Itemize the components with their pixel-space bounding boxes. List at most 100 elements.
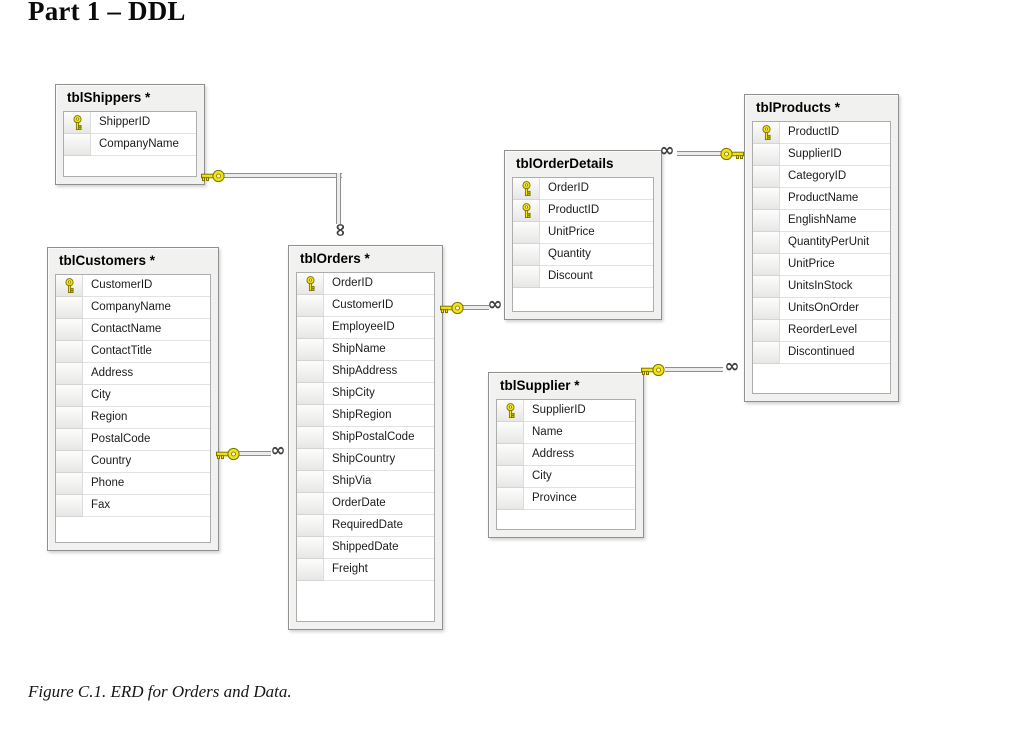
- relationship-many-icon: ∞: [487, 294, 503, 315]
- field-row: ShipVia: [297, 471, 434, 493]
- field-icon-cell: [753, 254, 780, 276]
- relationship-many-icon: ∞: [659, 140, 675, 161]
- field-icon-cell: [56, 297, 83, 319]
- field-icon-cell: [753, 232, 780, 254]
- field-row: CustomerID: [56, 275, 210, 297]
- field-row: City: [497, 466, 635, 488]
- table-title: tblSupplier *: [500, 378, 580, 393]
- field-row: RequiredDate: [297, 515, 434, 537]
- field-name: Phone: [83, 473, 210, 495]
- field-name: Province: [524, 488, 635, 510]
- field-row: OrderID: [513, 178, 653, 200]
- field-name: Quantity: [540, 244, 653, 266]
- field-name: OrderID: [324, 273, 434, 295]
- field-icon-cell: [497, 466, 524, 488]
- field-row: Discount: [513, 266, 653, 288]
- field-icon-cell: [297, 493, 324, 515]
- field-row: Province: [497, 488, 635, 510]
- field-row: Fax: [56, 495, 210, 517]
- relationship-line-tblShippers-tblOrders: [336, 173, 341, 224]
- field-name: ReorderLevel: [780, 320, 890, 342]
- field-icon-cell: [753, 276, 780, 298]
- primary-key-icon: [297, 273, 324, 295]
- primary-key-icon: [513, 200, 540, 222]
- field-row: Name: [497, 422, 635, 444]
- field-row: UnitsOnOrder: [753, 298, 890, 320]
- field-row: ContactName: [56, 319, 210, 341]
- field-name: Discontinued: [780, 342, 890, 364]
- relationship-line-tblShippers-tblOrders: [224, 173, 342, 178]
- field-name: ContactTitle: [83, 341, 210, 363]
- field-row: ShippedDate: [297, 537, 434, 559]
- field-row: ShipAddress: [297, 361, 434, 383]
- field-row: SupplierID: [497, 400, 635, 422]
- field-name: UnitPrice: [780, 254, 890, 276]
- field-name: City: [83, 385, 210, 407]
- field-name: ShippedDate: [324, 537, 434, 559]
- field-icon-cell: [297, 537, 324, 559]
- field-name: Freight: [324, 559, 434, 581]
- field-name: UnitsOnOrder: [780, 298, 890, 320]
- field-name: RequiredDate: [324, 515, 434, 537]
- field-icon-cell: [297, 405, 324, 427]
- field-icon-cell: [753, 188, 780, 210]
- field-row: SupplierID: [753, 144, 890, 166]
- page-title: Part 1 – DDL: [28, 0, 186, 26]
- field-icon-cell: [56, 407, 83, 429]
- field-row: Discontinued: [753, 342, 890, 364]
- field-row: UnitPrice: [513, 222, 653, 244]
- relationship-key-icon: [439, 301, 465, 315]
- field-name: SupplierID: [780, 144, 890, 166]
- field-row: EnglishName: [753, 210, 890, 232]
- field-name: CompanyName: [83, 297, 210, 319]
- field-row: Address: [497, 444, 635, 466]
- field-name: Country: [83, 451, 210, 473]
- field-icon-cell: [56, 451, 83, 473]
- primary-key-icon: [497, 400, 524, 422]
- field-name: EmployeeID: [324, 317, 434, 339]
- relationship-line-tblCustomers-tblOrders: [239, 451, 271, 456]
- field-row: EmployeeID: [297, 317, 434, 339]
- field-row: UnitPrice: [753, 254, 890, 276]
- field-name: Name: [524, 422, 635, 444]
- field-name: PostalCode: [83, 429, 210, 451]
- field-row: CategoryID: [753, 166, 890, 188]
- field-icon-cell: [753, 166, 780, 188]
- field-name: Address: [524, 444, 635, 466]
- field-name: Fax: [83, 495, 210, 517]
- field-icon-cell: [297, 427, 324, 449]
- table-title: tblShippers *: [67, 90, 151, 105]
- field-icon-cell: [513, 266, 540, 288]
- field-name: ShipperID: [91, 112, 196, 134]
- field-name: City: [524, 466, 635, 488]
- field-row: PostalCode: [56, 429, 210, 451]
- field-icon-cell: [56, 473, 83, 495]
- field-name: CustomerID: [83, 275, 210, 297]
- table-title: tblOrderDetails: [516, 156, 614, 171]
- field-row: ShipCity: [297, 383, 434, 405]
- field-name: UnitPrice: [540, 222, 653, 244]
- field-icon-cell: [297, 361, 324, 383]
- field-icon-cell: [513, 222, 540, 244]
- relationship-many-icon: ∞: [724, 356, 740, 377]
- field-row: OrderID: [297, 273, 434, 295]
- field-row: ProductName: [753, 188, 890, 210]
- field-icon-cell: [753, 144, 780, 166]
- field-row: CustomerID: [297, 295, 434, 317]
- field-icon-cell: [297, 471, 324, 493]
- field-icon-cell: [297, 295, 324, 317]
- field-row: ProductID: [513, 200, 653, 222]
- field-name: Address: [83, 363, 210, 385]
- field-icon-cell: [56, 341, 83, 363]
- field-name: UnitsInStock: [780, 276, 890, 298]
- field-name: ShipPostalCode: [324, 427, 434, 449]
- field-name: ProductID: [540, 200, 653, 222]
- primary-key-icon: [64, 112, 91, 134]
